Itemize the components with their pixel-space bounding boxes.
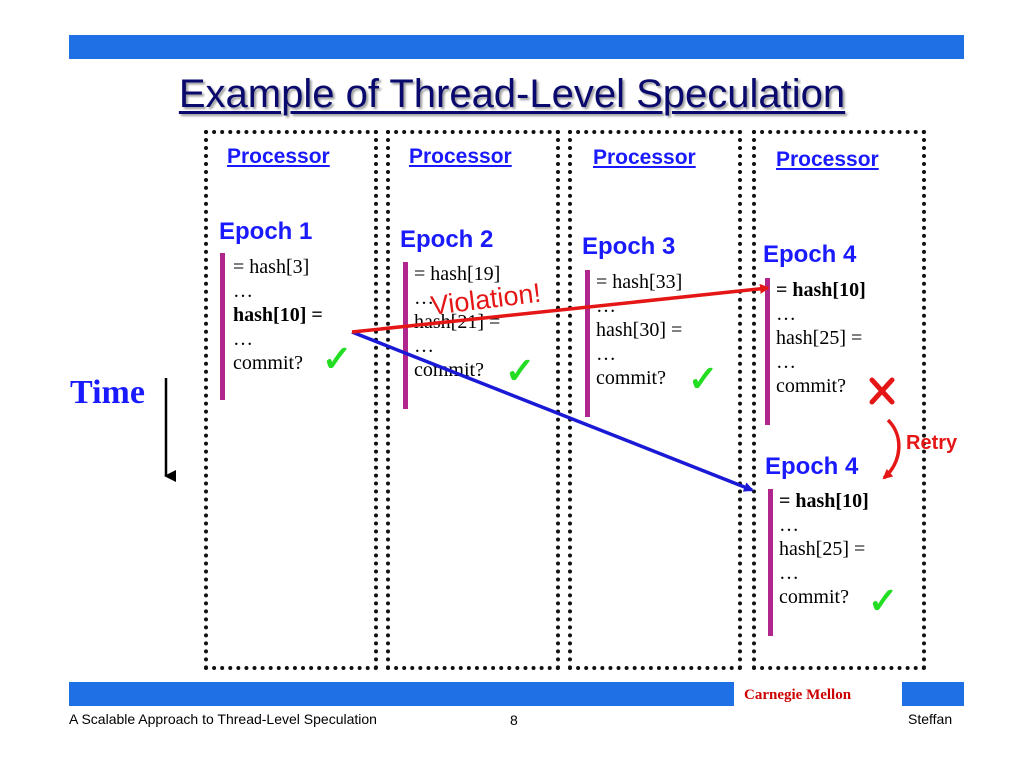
- header-bar: [69, 35, 964, 59]
- dependency-arrow-blue: [351, 330, 754, 492]
- page-number: 8: [510, 712, 518, 728]
- code-line: commit?: [776, 375, 846, 397]
- code-block-4-retry: = hash[10] … hash[25] = … commit?: [779, 489, 869, 609]
- code-line: …: [233, 328, 253, 350]
- code-line: commit?: [233, 352, 303, 374]
- processor-label-1: Processor: [227, 145, 330, 168]
- footer-bar-left: [69, 682, 734, 706]
- slide-title: Example of Thread-Level Speculation: [178, 72, 846, 116]
- footer-presentation-title: A Scalable Approach to Thread-Level Spec…: [69, 711, 377, 727]
- processor-label-2: Processor: [409, 145, 512, 168]
- code-line: = hash[10]: [776, 279, 866, 301]
- fail-x-icon: [869, 377, 895, 405]
- time-label: Time: [70, 374, 145, 411]
- code-block-1: = hash[3] … hash[10] = … commit?: [233, 255, 323, 375]
- code-line: = hash[19]: [414, 263, 501, 285]
- check-icon: ✓: [688, 358, 719, 399]
- check-icon: ✓: [322, 338, 353, 379]
- epoch-bar-4-retry: [768, 489, 773, 636]
- footer-author: Steffan: [908, 711, 953, 727]
- processor-label-3: Processor: [593, 146, 696, 169]
- code-line: …: [596, 343, 616, 365]
- epoch-title-3: Epoch 3: [582, 233, 676, 260]
- code-line: …: [779, 562, 799, 584]
- epoch-bar-1: [220, 253, 225, 400]
- code-line: …: [776, 351, 796, 373]
- code-block-3: = hash[33] … hash[30] = … commit?: [596, 270, 682, 390]
- code-line: hash[25] =: [776, 327, 863, 349]
- code-line: commit?: [596, 367, 666, 389]
- epoch-bar-4: [765, 278, 770, 425]
- retry-arrow: [882, 418, 901, 480]
- code-line: hash[30] =: [596, 319, 683, 341]
- code-line: = hash[33]: [596, 271, 683, 293]
- epoch-bar-2: [403, 262, 408, 409]
- footer-bar-right: [902, 682, 964, 706]
- epoch-title-1: Epoch 1: [219, 218, 313, 245]
- check-icon: ✓: [505, 350, 536, 391]
- processor-box-4: [752, 130, 926, 670]
- code-line: …: [779, 514, 799, 536]
- epoch-title-2: Epoch 2: [400, 226, 494, 253]
- code-line: …: [414, 287, 434, 309]
- code-line: = hash[3]: [233, 256, 310, 278]
- code-line: = hash[10]: [779, 490, 869, 512]
- epoch-title-4-retry: Epoch 4: [765, 453, 859, 480]
- processor-box-2: [386, 130, 560, 670]
- check-icon: ✓: [868, 580, 899, 621]
- violation-arrow-red: [351, 283, 770, 334]
- code-block-4: = hash[10] … hash[25] = … commit?: [776, 278, 866, 398]
- processor-box-3: [568, 130, 742, 670]
- institution-logo: Carnegie Mellon: [744, 687, 852, 703]
- epoch-title-4: Epoch 4: [763, 241, 857, 268]
- code-line: …: [233, 280, 253, 302]
- code-line: hash[10] =: [233, 304, 323, 326]
- retry-label: Retry: [906, 432, 958, 454]
- code-line: …: [414, 335, 434, 357]
- code-line: …: [776, 303, 796, 325]
- epoch-bar-3: [585, 270, 590, 417]
- processor-label-4: Processor: [776, 148, 879, 171]
- processor-box-1: [204, 130, 378, 670]
- code-line: hash[25] =: [779, 538, 866, 560]
- code-line: commit?: [779, 586, 849, 608]
